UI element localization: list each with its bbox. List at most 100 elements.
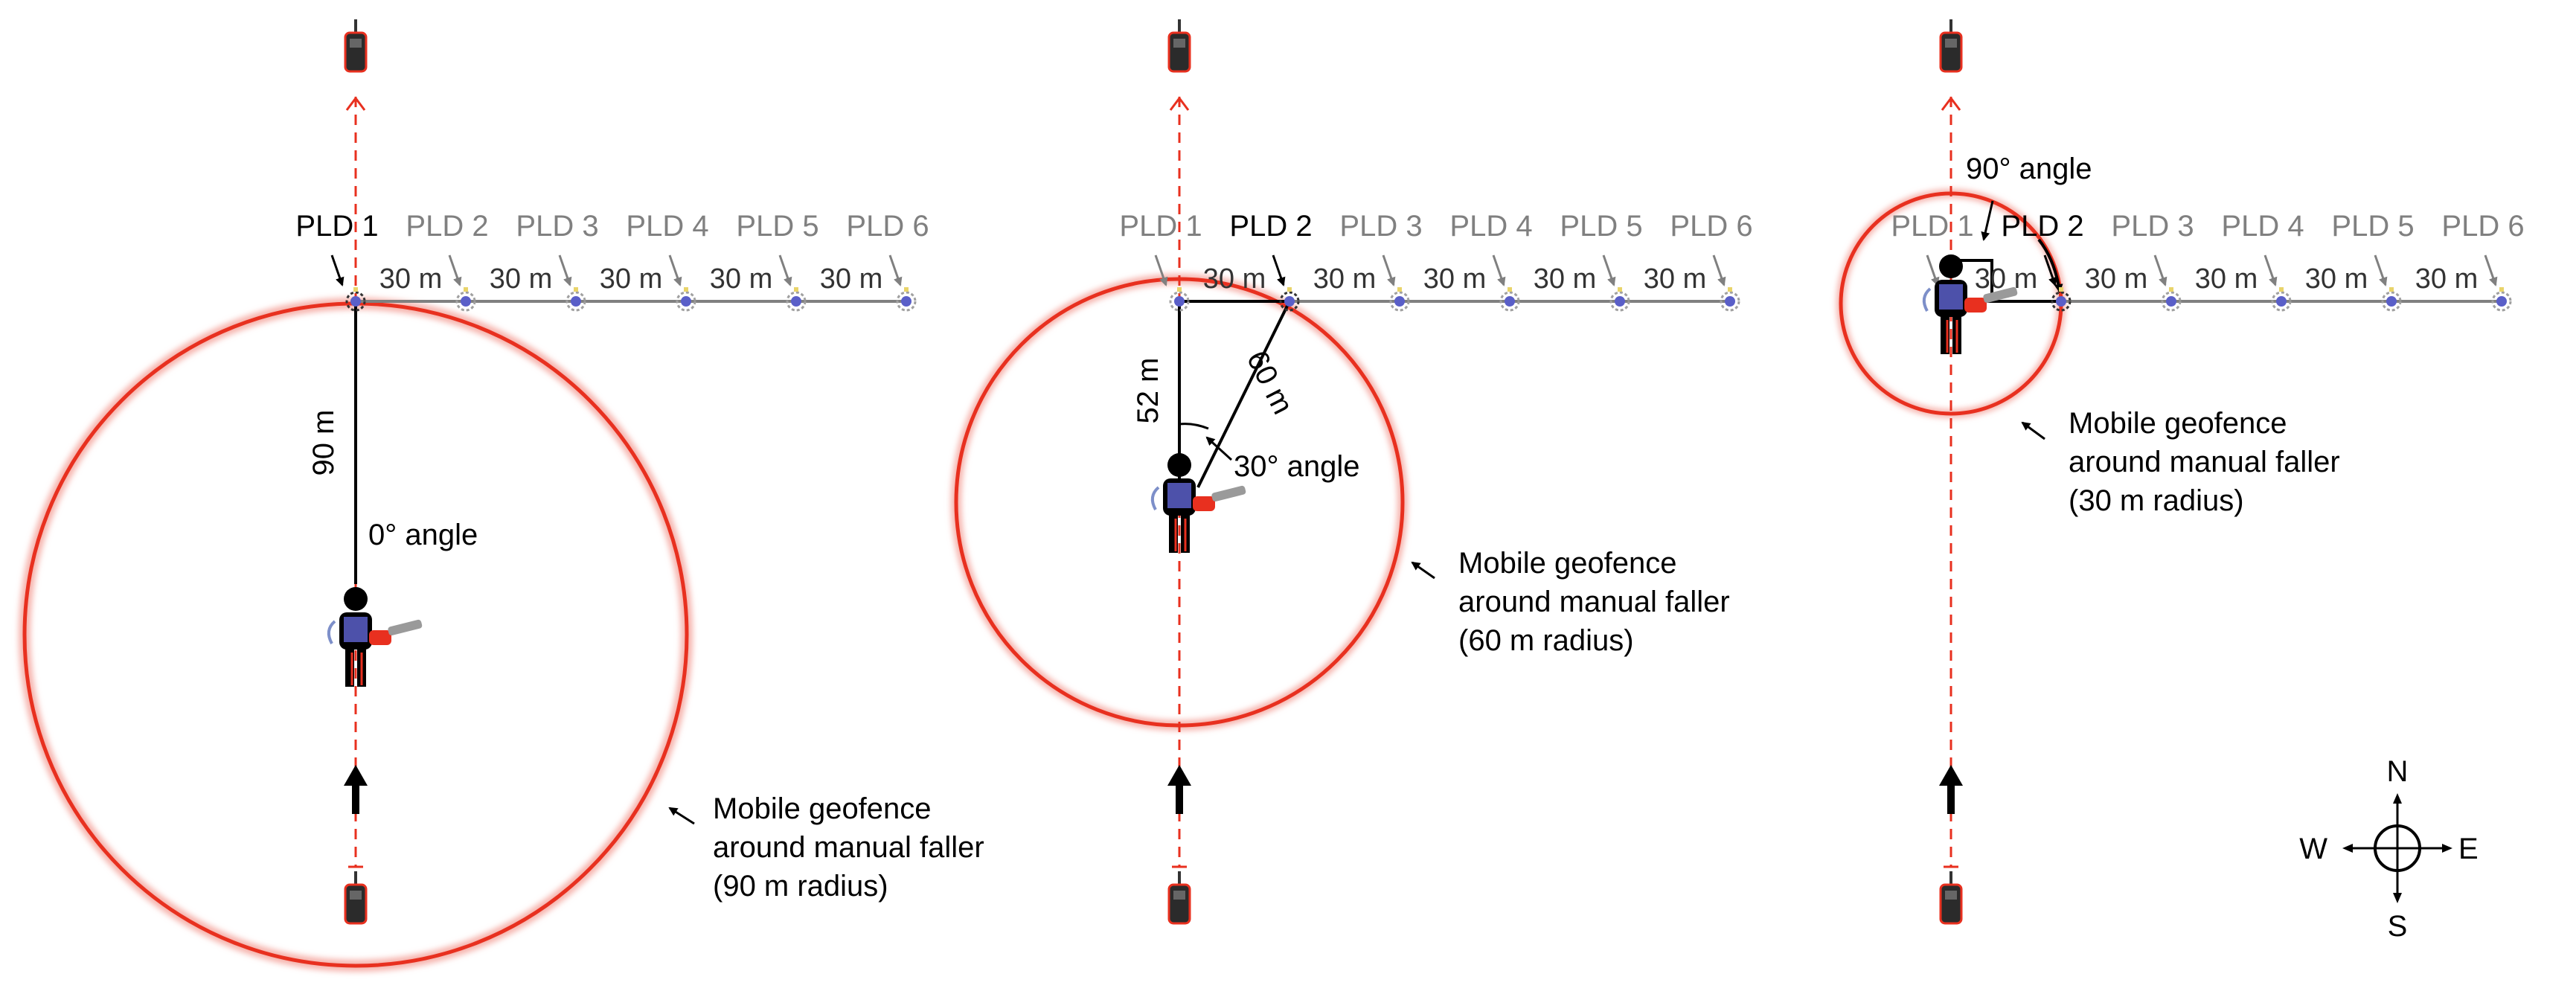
geofence-caption-line1: Mobile geofence xyxy=(1458,547,1677,580)
compass-north-label: N xyxy=(2387,755,2409,788)
caption-pointer xyxy=(2021,421,2045,440)
pld-spacing-label: 30 m xyxy=(1423,263,1486,295)
pld-label: PLD 2 xyxy=(406,210,488,243)
angle-arc xyxy=(1179,423,1209,430)
pld-label: PLD 1 xyxy=(295,210,378,243)
pld-pointer xyxy=(2153,254,2168,286)
caption-pointer xyxy=(1411,561,1435,580)
geofence-caption-line1: Mobile geofence xyxy=(713,792,932,825)
proximity-locating-device-icon xyxy=(1169,287,1190,312)
proximity-locating-device-icon xyxy=(345,287,366,312)
direction-arrow-icon xyxy=(1167,765,1191,814)
caption-pointer xyxy=(668,807,695,825)
pld-spacing-label: 30 m xyxy=(2085,263,2147,295)
distance-label: 90 m xyxy=(307,410,340,476)
pld-pointer xyxy=(1926,254,1940,286)
pld-label: PLD 5 xyxy=(736,210,818,243)
proximity-locating-device-icon xyxy=(565,287,586,312)
pld-pointer xyxy=(888,254,903,286)
pld-spacing-label: 30 m xyxy=(2305,263,2368,295)
pld-label: PLD 2 xyxy=(2001,210,2083,243)
proximity-locating-device-icon xyxy=(1279,287,1300,312)
pld-label: PLD 5 xyxy=(2331,210,2414,243)
proximity-locating-device-icon xyxy=(2161,287,2182,312)
pld-label: PLD 6 xyxy=(846,210,929,243)
geofence-caption-line2: around manual faller xyxy=(2069,446,2340,478)
compass-rose-icon: N S W E xyxy=(2299,755,2478,943)
geofence-caption-line2: around manual faller xyxy=(713,831,984,864)
proximity-locating-device-icon xyxy=(896,287,917,312)
vertical-label: 52 m xyxy=(1132,358,1164,424)
handheld-radio-icon xyxy=(1939,871,1963,925)
pld-pointer xyxy=(558,254,572,286)
pld-pointer xyxy=(330,254,345,286)
geofence-caption-line3: (60 m radius) xyxy=(1458,624,1634,657)
pld-label: PLD 2 xyxy=(1229,210,1312,243)
proximity-locating-device-icon xyxy=(2381,287,2402,312)
pld-pointer xyxy=(2043,254,2057,286)
angle-label: 30° angle xyxy=(1234,450,1359,483)
trail-arrow-tip xyxy=(345,96,366,111)
pld-label: PLD 1 xyxy=(1119,210,1202,243)
pld-label: PLD 6 xyxy=(1670,210,1752,243)
angle-label: 0° angle xyxy=(368,519,478,551)
geofence-caption-line3: (90 m radius) xyxy=(713,870,888,903)
handheld-radio-icon xyxy=(344,871,368,925)
manual-faller-with-chainsaw-icon xyxy=(1150,453,1246,553)
proximity-locating-device-icon xyxy=(1499,287,1520,312)
pld-label: PLD 3 xyxy=(2111,210,2194,243)
pld-spacing-label: 30 m xyxy=(490,263,552,295)
pld-label: PLD 4 xyxy=(1449,210,1532,243)
proximity-locating-device-icon xyxy=(676,287,696,312)
pld-pointer xyxy=(1154,254,1168,286)
handheld-radio-icon xyxy=(1939,19,1963,73)
pld-spacing-label: 30 m xyxy=(1203,263,1266,295)
pld-pointer xyxy=(1712,254,1726,286)
pld-label: PLD 5 xyxy=(1560,210,1642,243)
handheld-radio-icon xyxy=(1167,871,1191,925)
pld-pointer xyxy=(1492,254,1506,286)
pld-spacing-label: 30 m xyxy=(710,263,772,295)
manual-faller-with-chainsaw-icon xyxy=(1922,254,2018,354)
geofence-caption-line3: (30 m radius) xyxy=(2069,484,2244,517)
compass-south-label: S xyxy=(2388,910,2408,943)
pld-label: PLD 1 xyxy=(1891,210,1973,243)
pld-pointer xyxy=(2263,254,2278,286)
pld-pointer xyxy=(2484,254,2498,286)
angle-label: 90° angle xyxy=(1966,153,2092,185)
pld-spacing-label: 30 m xyxy=(820,263,882,295)
proximity-locating-device-icon xyxy=(2051,287,2072,312)
proximity-locating-device-icon xyxy=(786,287,807,312)
pld-pointer xyxy=(778,254,792,286)
pld-label: PLD 3 xyxy=(1339,210,1422,243)
compass-east-label: E xyxy=(2458,833,2479,865)
proximity-locating-device-icon xyxy=(2491,287,2512,312)
proximity-locating-device-icon xyxy=(1389,287,1410,312)
pld-spacing-label: 30 m xyxy=(2415,263,2478,295)
proximity-locating-device-icon xyxy=(2271,287,2292,312)
geofence-caption-line1: Mobile geofence xyxy=(2069,407,2287,440)
handheld-radio-icon xyxy=(344,19,368,73)
pld-pointer xyxy=(1382,254,1396,286)
pld-spacing-label: 30 m xyxy=(1313,263,1376,295)
direction-arrow-icon xyxy=(1939,765,1963,814)
triangle-hypotenuse xyxy=(1196,301,1291,488)
pld-spacing-label: 30 m xyxy=(1534,263,1596,295)
angle-pointer xyxy=(1205,436,1233,461)
proximity-locating-device-icon xyxy=(1720,287,1740,312)
pld-label: PLD 4 xyxy=(2221,210,2304,243)
trail-arrow-tip xyxy=(1941,96,1961,111)
pld-label: PLD 6 xyxy=(2441,210,2524,243)
pld-pointer xyxy=(448,254,462,286)
pld2-pointer xyxy=(2037,238,2063,293)
direction-arrow-icon xyxy=(344,765,368,814)
angle-pointer xyxy=(1981,200,1994,241)
pld-spacing-label: 30 m xyxy=(1644,263,1706,295)
